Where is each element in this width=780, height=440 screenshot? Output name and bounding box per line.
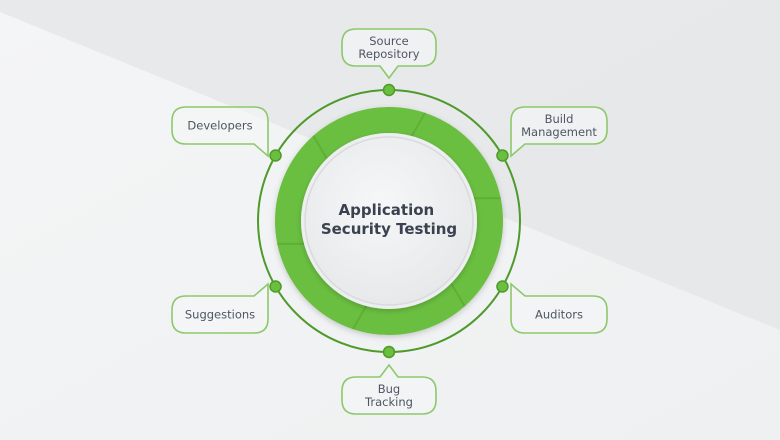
node-label-line: Repository	[358, 47, 419, 61]
ring-notches	[277, 112, 501, 330]
node-label-line: Suggestions	[185, 308, 255, 322]
connector-dot	[496, 149, 509, 162]
ring-segment-divider	[312, 135, 328, 160]
node-label: Suggestions	[185, 308, 255, 322]
node-label-line: Bug	[378, 382, 400, 396]
node-suggestions: Suggestions	[171, 280, 282, 334]
connector-dot	[496, 280, 509, 293]
connector-dot	[382, 83, 396, 97]
callout-bubble	[341, 363, 437, 415]
ring-segment-divider	[450, 282, 466, 307]
callout-bubble	[510, 106, 608, 158]
ring-segment-divider	[410, 112, 426, 137]
connector-dot	[269, 149, 282, 162]
node-label-line: Auditors	[535, 308, 583, 322]
center-title-line-2: Security Testing	[321, 220, 457, 238]
node-label-line: Management	[521, 125, 597, 139]
center-disc	[304, 136, 474, 306]
center-title: Application Security Testing	[321, 201, 457, 238]
ring-segment-divider	[352, 305, 368, 330]
node-label-line: Build	[545, 112, 574, 126]
connector-dot	[269, 280, 282, 293]
connector-dot	[382, 345, 396, 359]
callout-bubble	[171, 282, 269, 334]
node-label-line: Tracking	[364, 395, 413, 409]
node-label: Auditors	[535, 308, 583, 322]
node-developers: Developers	[171, 106, 282, 162]
node-label-line: Developers	[187, 119, 252, 133]
center-title-line-1: Application	[339, 201, 435, 219]
node-label-line: Source	[369, 34, 409, 48]
callout-bubble	[510, 282, 608, 334]
callout-bubble	[171, 106, 269, 158]
node-label: Developers	[187, 119, 252, 133]
callout-bubble	[341, 28, 437, 80]
node-auditors: Auditors	[496, 280, 608, 334]
process-ring	[275, 107, 503, 335]
